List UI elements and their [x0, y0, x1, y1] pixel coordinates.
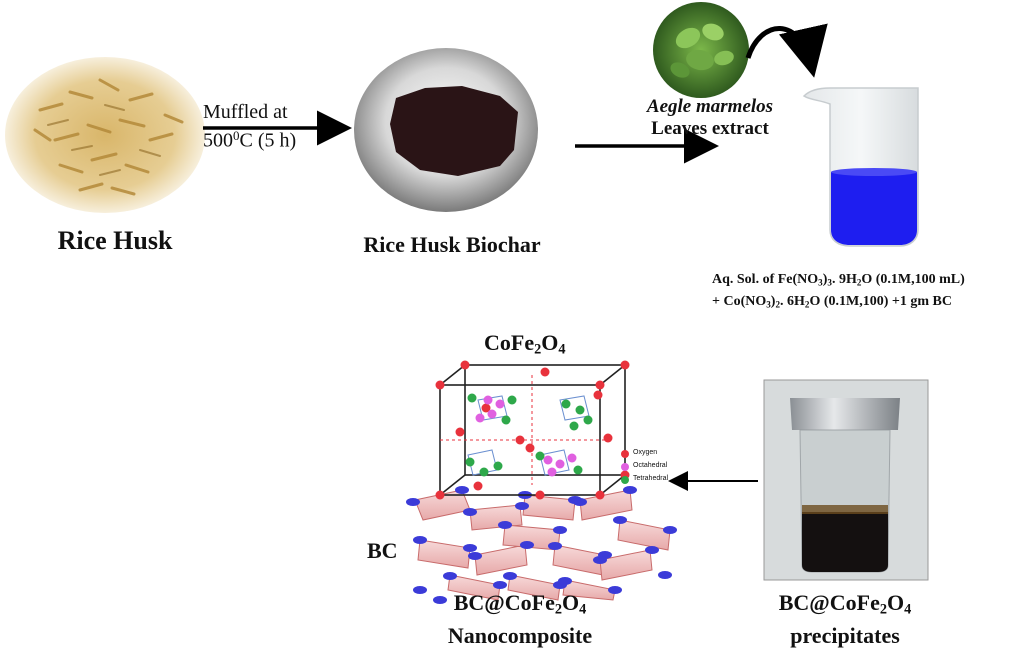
biochar-image — [354, 48, 538, 212]
extract-species: Aegle marmelos — [646, 96, 774, 117]
solution-label: Aq. Sol. of Fe(NO3)3. 9H2O (0.1M,100 mL)… — [712, 270, 965, 315]
legend-octahedral: Octahedral — [633, 462, 668, 469]
crystal-title: CoFe2O4 — [484, 330, 566, 358]
muffle-line2: 5000C (5 h) — [203, 128, 297, 152]
legend-oxygen: Oxygen — [633, 449, 658, 456]
crystal-unit-cell — [435, 360, 630, 500]
biochar-label: Rice Husk Biochar — [363, 232, 541, 257]
solution-line1: Aq. Sol. of Fe(NO3)3. 9H2O (0.1M,100 mL) — [712, 272, 965, 288]
bc-label: BC — [367, 538, 398, 563]
rice-husk-image — [5, 57, 205, 213]
extract-label: Aegle marmelos Leaves extract — [630, 96, 790, 140]
nanocomposite-label: BC@CoFe2O4 Nanocomposite — [420, 590, 620, 649]
muffle-line1: Muffled at — [203, 101, 288, 123]
nanocomposite-line2: Nanocomposite — [447, 622, 593, 648]
muffle-label: Muffled at 5000C (5 h) — [203, 100, 296, 153]
precipitate-photo — [763, 379, 929, 581]
curved-arrow — [745, 23, 828, 78]
solution-line2: + Co(NO3)2. 6H2O (0.1M,100) +1 gm BC — [712, 294, 952, 310]
crystal-legend — [621, 450, 629, 484]
beaker-image — [802, 87, 919, 247]
precipitates-label: BC@CoFe2O4 precipitates — [740, 590, 950, 649]
rice-husk-label: Rice Husk — [57, 226, 173, 255]
precipitates-line2: precipitates — [790, 622, 900, 648]
legend-tetrahedral: Tetrahedral — [633, 475, 669, 482]
nanocomposite-line1: BC@CoFe2O4 — [453, 590, 587, 618]
leaves-image — [653, 2, 749, 98]
extract-line2: Leaves extract — [651, 118, 769, 139]
precipitates-line1: BC@CoFe2O4 — [778, 590, 912, 618]
bc-support-illustration — [406, 486, 677, 604]
